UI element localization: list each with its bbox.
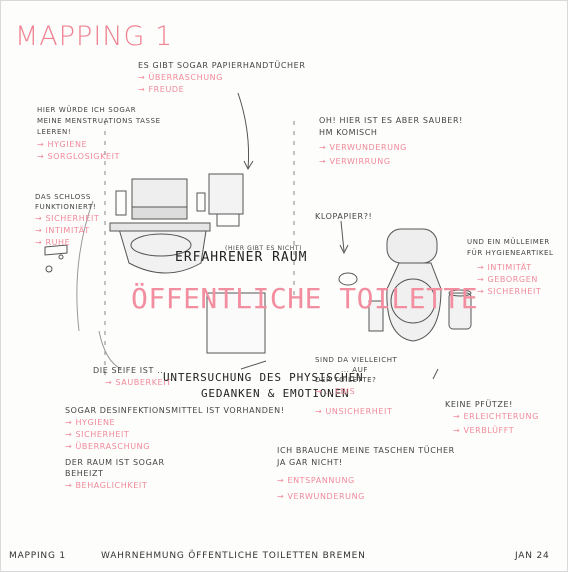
footer-right: JAN 24 [515, 551, 550, 561]
note-papier-text: ES GIBT SOGAR PAPIERHANDTÜCHER [138, 61, 306, 70]
note-zelle-line3: DER TOILETTE? [315, 376, 377, 384]
note-pfuetze-emotion-2: → VERBLÜFFT [453, 426, 515, 435]
subheading-line-1: UNTERSUCHUNG DES PHYSISCHEN [163, 371, 364, 384]
note-muelleimer-line1: UND EIN MÜLLEIMER [467, 238, 550, 246]
page-title: MAPPING 1 [15, 21, 174, 52]
note-taschentuch-emotion-2: → VERWUNDERUNG [277, 492, 365, 501]
note-klopapier-text: KLOPAPIER?! [315, 212, 373, 221]
note-tasse-line1: HIER WÜRDE ICH SOGAR [37, 106, 137, 114]
note-taschentuch-line1: ICH BRAUCHE MEINE TASCHEN TÜCHER [277, 446, 455, 455]
subheading: UNTERSUCHUNG DES PHYSISCHEN GEDANKEN & E… [163, 370, 363, 402]
note-seife-text: DIE SEIFE IST ... [93, 366, 167, 375]
footer-left: MAPPING 1 [9, 551, 66, 561]
note-schloss-emotion-1: → SICHERHEIT [35, 214, 100, 223]
note-desinfektion-emotion-4: → BEHAGLICHKEIT [65, 481, 148, 490]
heading-erfahrener-raum: ERFAHRENER RAUM [175, 250, 308, 265]
note-desinfektion-emotion-3: → ÜBERRASCHUNG [65, 442, 151, 451]
note-muelleimer-emotion-3: → SICHERHEIT [477, 287, 542, 296]
note-zelle-emotion-2: → UNSICHERHEIT [315, 407, 393, 416]
note-sauber-emotion-2: → VERWIRRUNG [319, 157, 391, 166]
note-tasse-line2: MEINE MENSTRUATIONS TASSE [37, 117, 161, 125]
note-zelle-line1: SIND DA VIELLEICHT [315, 356, 398, 364]
note-sauber-line1: OH! HIER IST ES ABER SAUBER! [319, 116, 463, 125]
note-schloss-emotion-3: → RUHE [35, 238, 71, 247]
note-spiegel-text: (HIER GIBT ES NICHT) [225, 245, 303, 252]
note-schloss-line1: DAS SCHLOSS [35, 193, 91, 201]
note-tasse-emotion-1: → HYGIENE [37, 140, 88, 149]
note-papier-emotion-2: → FREUDE [138, 85, 185, 94]
note-papier-emotion-1: → ÜBERRASCHUNG [138, 73, 224, 82]
main-heading: ÖFFENTLICHE TOILETTE [131, 282, 479, 315]
note-desinfektion-emotion-2: → SICHERHEIT [65, 430, 130, 439]
note-taschentuch-line2: JA GAR NICHT! [277, 458, 343, 467]
note-sauber-line2: HM KOMISCH [319, 128, 378, 137]
note-seife-emotion: → SAUBERKEIT [105, 378, 172, 387]
note-zelle-emotion-1: → ...EBIS [315, 387, 356, 396]
note-muelleimer-line2: FÜR HYGIENEARTIKEL [467, 249, 554, 257]
note-muelleimer-emotion-2: → GEBORGEN [477, 275, 538, 284]
note-pfuetze-emotion-1: → ERLEICHTERUNG [453, 412, 539, 421]
note-zelle-line2: ... AUF [341, 366, 369, 374]
note-desinfektion-emotion-1: → HYGIENE [65, 418, 116, 427]
note-desinfektion-line1: SOGAR DESINFEKTIONSMITTEL IST VORHANDEN! [65, 406, 285, 415]
note-desinfektion-line3: BEHEIZT [65, 469, 104, 478]
note-tasse-line3: LEEREN! [37, 128, 72, 136]
subheading-line-2: GEDANKEN & EMOTIONEN [200, 387, 350, 400]
note-pfuetze-text: KEINE PFÜTZE! [445, 400, 513, 409]
note-schloss-line2: FUNKTIONIERT! [35, 203, 97, 211]
note-tasse-emotion-2: → SORGLOSIGKEIT [37, 152, 121, 161]
note-taschentuch-emotion-1: → ENTSPANNUNG [277, 476, 355, 485]
note-desinfektion-line2: DER RAUM IST SOGAR [65, 458, 165, 467]
note-sauber-emotion-1: → VERWUNDERUNG [319, 143, 407, 152]
footer-middle: WAHRNEHMUNG ÖFFENTLICHE TOILETTEN BREMEN [101, 551, 366, 561]
note-muelleimer-emotion-1: → INTIMITÄT [477, 263, 532, 272]
note-schloss-emotion-2: → INTIMITÄT [35, 226, 90, 235]
